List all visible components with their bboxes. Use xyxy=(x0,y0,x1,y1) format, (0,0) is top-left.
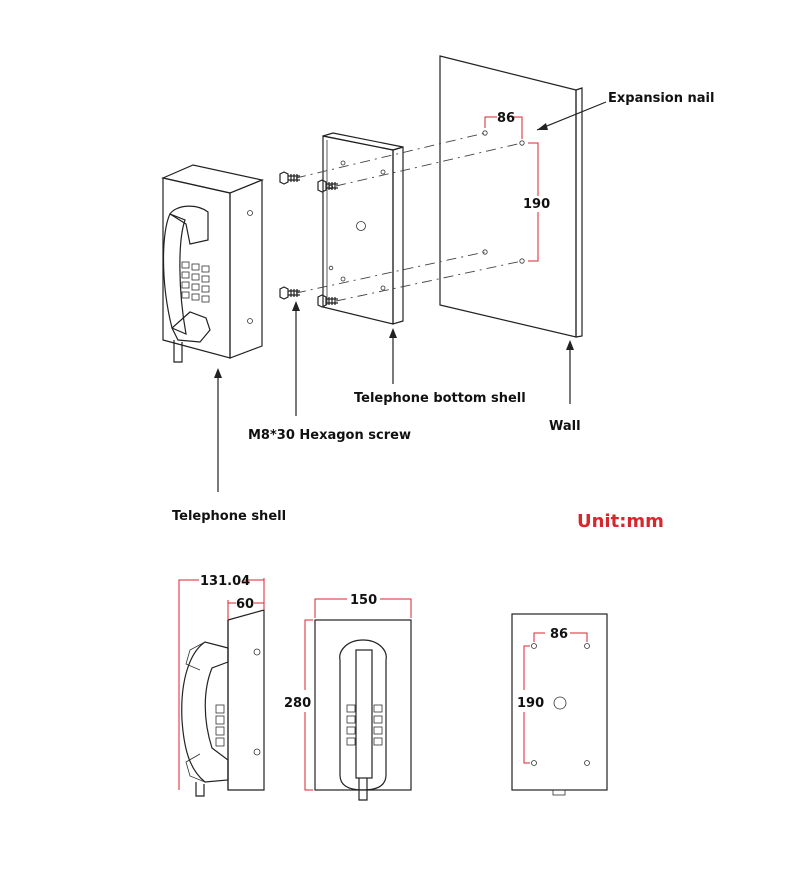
bottom-shell-plate xyxy=(322,132,404,325)
label-wall: Wall xyxy=(549,419,581,434)
front-dimensions xyxy=(304,598,412,791)
top-dimensions xyxy=(484,116,539,262)
telephone-shell-3d xyxy=(161,164,265,363)
side-view xyxy=(181,609,265,797)
front-150-dim: 150 xyxy=(350,593,377,608)
label-expansion-nail: Expansion nail xyxy=(608,91,714,106)
top-86-dim: 86 xyxy=(497,111,515,126)
back-dimensions xyxy=(523,632,588,764)
back-view xyxy=(511,613,608,796)
label-telephone-shell: Telephone shell xyxy=(172,509,286,524)
front-280-dim: 280 xyxy=(284,696,311,711)
alignment-lines xyxy=(295,132,523,302)
back-190-dim: 190 xyxy=(517,696,544,711)
side-60-dim: 60 xyxy=(236,597,254,612)
front-view xyxy=(314,619,412,801)
wall-panel xyxy=(439,55,583,338)
keypad-3d xyxy=(181,261,210,303)
top-190-dim: 190 xyxy=(523,197,550,212)
front-keypad xyxy=(346,704,383,746)
leader-arrows xyxy=(214,101,607,492)
label-telephone-bottom-shell: Telephone bottom shell xyxy=(354,391,526,406)
side-dimensions xyxy=(178,578,265,790)
back-86-dim: 86 xyxy=(550,627,568,642)
unit-label: Unit:mm xyxy=(577,511,664,532)
hexagon-screws xyxy=(279,171,338,308)
side-131-dim: 131.04 xyxy=(200,574,250,589)
label-hex-screw: M8*30 Hexagon screw xyxy=(248,428,411,443)
